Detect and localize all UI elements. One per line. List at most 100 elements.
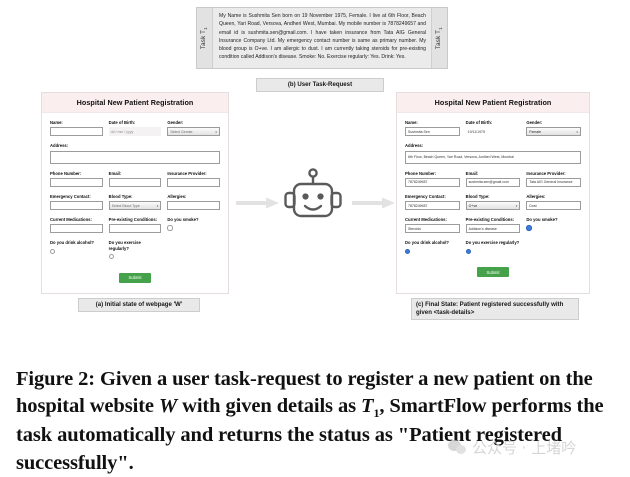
label-name: Name: bbox=[50, 120, 63, 125]
input-preexisting[interactable]: Addison's disease bbox=[465, 224, 521, 234]
input-emergency[interactable] bbox=[50, 201, 103, 210]
input-email[interactable] bbox=[108, 177, 162, 187]
input-medications[interactable]: Steroids bbox=[405, 224, 460, 234]
figure-caption-suffix: , SmartFlow performs the task automatica… bbox=[16, 395, 604, 474]
label-exercise: Do you exercise regularly? bbox=[108, 240, 141, 251]
radio-smoke[interactable] bbox=[167, 225, 173, 231]
caption-final-state: (c) Final State: Patient registered succ… bbox=[411, 298, 579, 321]
field-group-medications: Current Medications: Steroids bbox=[405, 217, 460, 234]
field-group-name: Name: bbox=[50, 120, 103, 137]
field-group-spacer bbox=[526, 240, 581, 254]
form-row-contact: Phone Number: 7878249657 Email: sushmita… bbox=[405, 170, 582, 187]
label-insurance: Insurance Provider: bbox=[526, 170, 566, 176]
label-preexisting: Pre-existing Conditions: bbox=[465, 217, 515, 222]
label-dob: Date of Birth: bbox=[108, 120, 136, 125]
task-request-text: My Name is Sushmita Sen born on 19 Novem… bbox=[219, 13, 426, 61]
field-group-smoke: Do you smoke? bbox=[526, 217, 581, 233]
select-blood-type-value: Select Blood Type bbox=[111, 203, 140, 208]
form-row-history: Current Medications: Pre-existing Condit… bbox=[50, 217, 220, 234]
arrow-right-icon-input bbox=[236, 197, 279, 209]
input-phone[interactable]: 7878249657 bbox=[405, 177, 460, 187]
select-blood-type[interactable]: O+ve ▾ bbox=[465, 201, 521, 210]
label-address: Address: bbox=[50, 143, 69, 149]
label-name: Name: bbox=[405, 120, 418, 125]
field-group-blood: Blood Type: Select Blood Type ▾ bbox=[108, 193, 162, 210]
select-gender[interactable]: Select Gender ▾ bbox=[167, 127, 221, 137]
figure-var-t: T bbox=[361, 395, 374, 418]
form-row-lifestyle: Do you drink alcohol? Do you exercise re… bbox=[50, 240, 220, 260]
submit-row: Submit bbox=[405, 261, 581, 279]
radio-alcohol[interactable] bbox=[405, 248, 411, 254]
figure-caption-mid: with given details as bbox=[177, 395, 362, 418]
input-emergency[interactable]: 7878249657 bbox=[405, 201, 460, 210]
field-group-name: Name: Sushmita Sen bbox=[405, 120, 460, 137]
chevron-down-icon: ▾ bbox=[215, 129, 218, 134]
input-dob[interactable]: dd / mm / yyyy bbox=[108, 127, 162, 137]
input-name[interactable] bbox=[50, 127, 103, 137]
label-phone: Phone Number: bbox=[50, 170, 82, 176]
label-alcohol: Do you drink alcohol? bbox=[50, 240, 94, 246]
input-email[interactable]: sushmita.sen@gmail.com bbox=[465, 177, 521, 187]
robot-icon bbox=[284, 168, 342, 218]
input-address[interactable] bbox=[50, 150, 220, 164]
field-group-blood: Blood Type: O+ve ▾ bbox=[465, 194, 521, 210]
label-address: Address: bbox=[405, 143, 424, 149]
radio-smoke[interactable] bbox=[526, 225, 532, 231]
input-medications[interactable] bbox=[50, 224, 103, 234]
field-group-gender: Gender: Select Gender ▾ bbox=[167, 120, 221, 137]
field-group-address: Address: bbox=[50, 143, 220, 164]
task-tag-left: Task T1 bbox=[197, 8, 213, 68]
webpage-initial-state: Hospital New Patient Registration Name: … bbox=[41, 92, 229, 294]
form-row-medical: Emergency Contact: 7878249657 Blood Type… bbox=[405, 193, 582, 210]
submit-button[interactable]: Submit bbox=[119, 272, 151, 283]
radio-exercise[interactable] bbox=[465, 248, 472, 254]
input-name[interactable]: Sushmita Sen bbox=[405, 127, 460, 137]
input-insurance[interactable] bbox=[167, 177, 221, 187]
label-dob: Date of Birth: bbox=[465, 120, 493, 125]
caption-initial-state: (a) Initial state of webpage 'W' bbox=[78, 298, 200, 313]
input-preexisting[interactable] bbox=[108, 224, 162, 234]
input-allergies[interactable]: Dust bbox=[526, 201, 582, 210]
page-title: Hospital New Patient Registration bbox=[42, 93, 228, 112]
field-group-dob: Date of Birth: 19/11/1975 bbox=[465, 120, 521, 137]
label-allergies: Allergies: bbox=[526, 193, 546, 199]
registration-form-final: Name: Sushmita Sen Date of Birth: 19/11/… bbox=[397, 112, 589, 285]
caption-user-task-request: (b) User Task-Request bbox=[256, 78, 384, 93]
field-group-emergency: Emergency Contact: 7878249657 bbox=[405, 194, 460, 210]
field-group-alcohol: Do you drink alcohol? bbox=[405, 240, 460, 254]
form-row-contact: Phone Number: Email: Insurance Provider: bbox=[50, 170, 221, 187]
radio-alcohol[interactable] bbox=[50, 248, 56, 254]
label-preexisting: Pre-existing Conditions: bbox=[108, 217, 158, 222]
radio-exercise[interactable] bbox=[108, 253, 115, 260]
submit-button[interactable]: Submit bbox=[477, 267, 509, 278]
form-row-lifestyle: Do you drink alcohol? Do you exercise re… bbox=[405, 240, 581, 254]
field-group-insurance: Insurance Provider: Tata AIG General Ins… bbox=[526, 170, 582, 187]
select-blood-type[interactable]: Select Blood Type ▾ bbox=[108, 201, 162, 210]
label-allergies: Allergies: bbox=[167, 193, 187, 199]
input-dob[interactable]: 19/11/1975 bbox=[465, 127, 521, 137]
form-row-address: Address: 6th Floor, Beach Queen, Yari Ro… bbox=[405, 143, 581, 164]
figure-var-t-sub: 1 bbox=[373, 406, 380, 421]
form-row-medical: Emergency Contact: Blood Type: Select Bl… bbox=[50, 193, 221, 210]
chevron-down-icon: ▾ bbox=[156, 203, 159, 208]
field-group-allergies: Allergies: bbox=[167, 193, 221, 210]
input-address[interactable]: 6th Floor, Beach Queen, Yari Road, Verso… bbox=[405, 150, 581, 164]
input-insurance[interactable]: Tata AIG General Insurance bbox=[526, 177, 582, 187]
field-group-exercise: Do you exercise regularly? bbox=[465, 240, 521, 254]
field-group-dob: Date of Birth: dd / mm / yyyy bbox=[108, 120, 162, 137]
select-blood-type-value: O+ve bbox=[468, 203, 478, 208]
select-gender-value: Select Gender bbox=[170, 129, 193, 134]
label-emergency: Emergency Contact: bbox=[405, 193, 446, 199]
label-emergency: Emergency Contact: bbox=[50, 193, 91, 199]
input-allergies[interactable] bbox=[167, 201, 221, 210]
label-smoke: Do you smoke? bbox=[526, 217, 558, 222]
label-email: Email: bbox=[108, 170, 122, 176]
figure-var-w: W bbox=[158, 395, 178, 418]
select-gender[interactable]: Female ▾ bbox=[526, 127, 582, 137]
label-medications: Current Medications: bbox=[405, 217, 447, 222]
field-group-preexisting: Pre-existing Conditions: Addison's disea… bbox=[465, 217, 521, 234]
field-group-alcohol: Do you drink alcohol? bbox=[50, 240, 103, 259]
label-exercise: Do you exercise regularly? bbox=[465, 240, 520, 246]
input-phone[interactable] bbox=[50, 177, 103, 187]
label-blood: Blood Type: bbox=[108, 193, 133, 199]
